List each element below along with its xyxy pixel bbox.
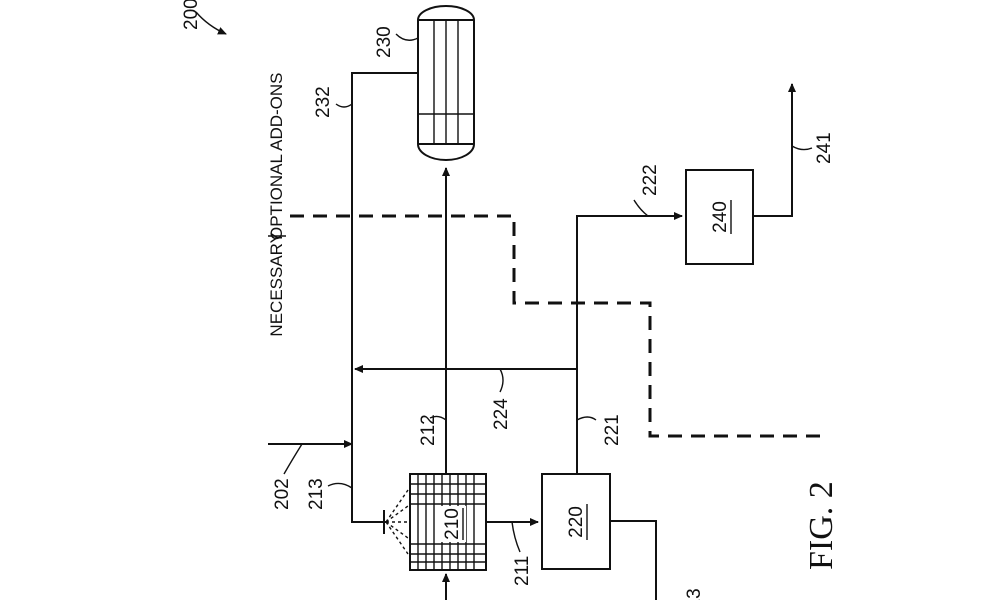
spray-nozzle	[374, 489, 409, 555]
stream-241-line	[753, 83, 796, 217]
stream-223-line	[610, 520, 657, 600]
stream-213-line	[351, 436, 374, 523]
stream-label-213: 213	[306, 478, 327, 510]
vessel-230	[417, 5, 475, 161]
stream-label-222: 222	[640, 164, 661, 196]
stream-232-line	[351, 72, 418, 436]
stream-label-202-leader	[283, 443, 303, 475]
stream-label-212: 212	[418, 414, 439, 446]
unit-label-230-leader	[395, 33, 419, 41]
stream-label-222-leader	[633, 199, 649, 217]
stream-label-221: 221	[602, 414, 623, 446]
region-label-necessary: NECESSARY	[267, 232, 286, 337]
stream-label-213-leader	[327, 482, 353, 489]
stream-label-221-leader	[576, 416, 597, 421]
stream-221-222-line	[576, 212, 683, 474]
stream-label-224: 224	[491, 398, 512, 430]
stream-label-241-leader	[791, 145, 813, 151]
stream-label-212-leader	[429, 415, 447, 421]
stream-label-232-leader	[335, 103, 353, 108]
stream-label-211-leader	[511, 521, 521, 553]
region-separator: |	[266, 234, 287, 239]
unit-label-210: 210	[442, 508, 463, 540]
stream-label-241: 241	[814, 132, 835, 164]
unit-label-240: 240	[710, 201, 731, 233]
stream-label-232: 232	[313, 86, 334, 118]
figure-caption: FIG. 2	[803, 481, 840, 570]
stream-label-224-leader	[499, 368, 504, 393]
unit-label-220: 220	[566, 506, 587, 538]
region-label-optional: OPTIONAL ADD-ONS	[267, 72, 286, 240]
stream-label-202: 202	[272, 478, 293, 510]
boundary-dashed-line	[290, 214, 820, 438]
figure-number: 200	[181, 0, 202, 30]
figure-number-arrow	[195, 11, 227, 35]
stream-label-223: 223	[684, 588, 705, 600]
stream-label-211: 211	[512, 556, 533, 586]
unit-label-230: 230	[374, 26, 395, 58]
